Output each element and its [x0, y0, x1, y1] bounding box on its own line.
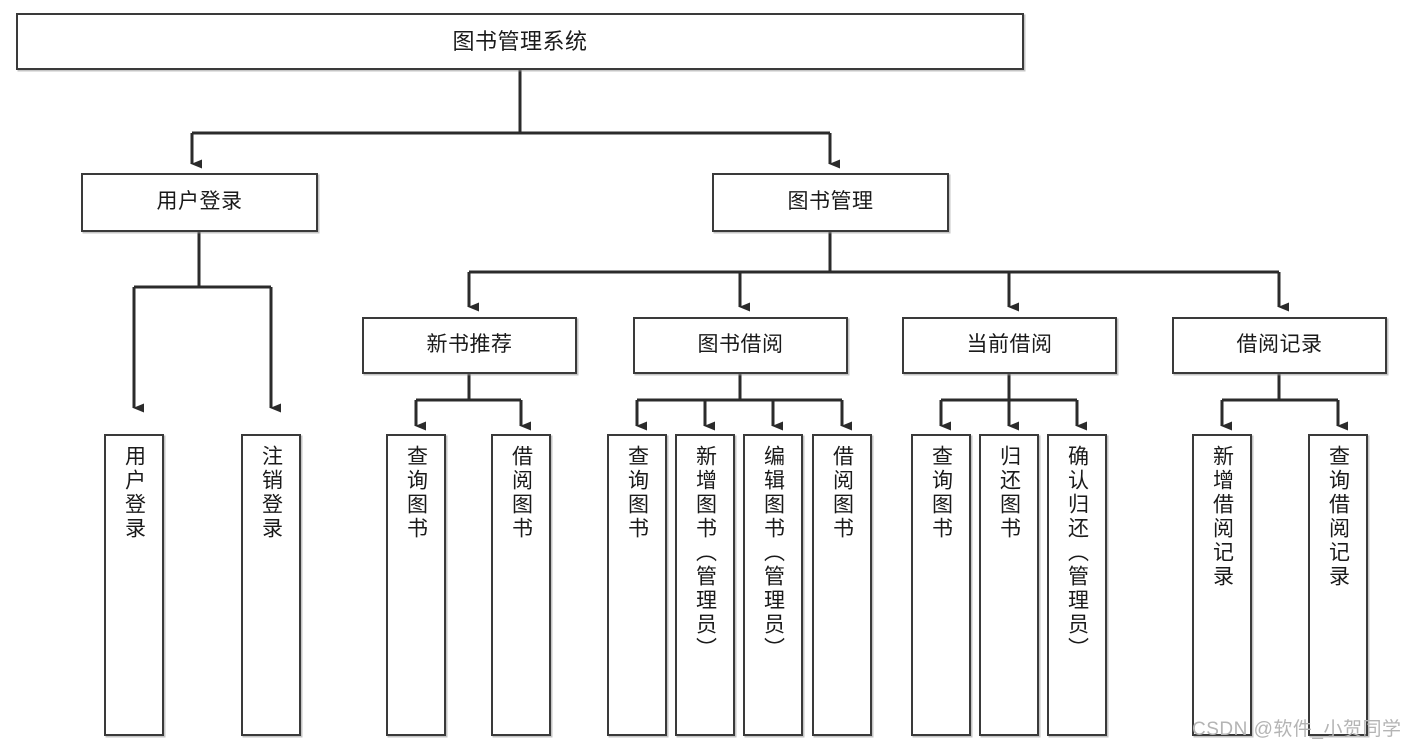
node-borrow-records[interactable]: 借阅记录: [1172, 317, 1387, 374]
node-label: 用户登录: [122, 445, 146, 541]
node-label: 查询借阅记录: [1326, 445, 1350, 589]
node-label: 图书管理系统: [452, 28, 588, 54]
node-label: 归还图书: [997, 445, 1021, 541]
leaf-user-login[interactable]: 用户登录: [104, 434, 164, 736]
node-label: 编辑图书（管理员）: [761, 445, 785, 661]
node-label: 查询图书: [929, 445, 953, 541]
leaf-query-book-borrow[interactable]: 查询图书: [607, 434, 667, 736]
leaf-confirm-return-admin[interactable]: 确认归还（管理员）: [1047, 434, 1107, 736]
node-label: 确认归还（管理员）: [1065, 445, 1089, 661]
leaf-edit-book-admin[interactable]: 编辑图书（管理员）: [743, 434, 803, 736]
node-label: 注销登录: [259, 445, 283, 541]
node-current-borrow[interactable]: 当前借阅: [902, 317, 1117, 374]
leaf-logout[interactable]: 注销登录: [241, 434, 301, 736]
node-user-login[interactable]: 用户登录: [81, 173, 318, 232]
node-label: 借阅图书: [830, 445, 854, 541]
node-label: 新增借阅记录: [1210, 445, 1234, 589]
node-label: 图书管理: [787, 190, 874, 214]
node-label: 当前借阅: [966, 333, 1053, 357]
leaf-query-book-current[interactable]: 查询图书: [911, 434, 971, 736]
leaf-borrow-book[interactable]: 借阅图书: [812, 434, 872, 736]
leaf-query-book-recommend[interactable]: 查询图书: [386, 434, 446, 736]
leaf-return-book[interactable]: 归还图书: [979, 434, 1039, 736]
node-book-borrow[interactable]: 图书借阅: [633, 317, 848, 374]
node-label: 借阅图书: [509, 445, 533, 541]
node-new-book-recommend[interactable]: 新书推荐: [362, 317, 577, 374]
node-label: 查询图书: [625, 445, 649, 541]
node-label: 图书借阅: [697, 333, 784, 357]
node-label: 借阅记录: [1236, 333, 1323, 357]
leaf-add-borrow-record[interactable]: 新增借阅记录: [1192, 434, 1252, 736]
node-root-system[interactable]: 图书管理系统: [16, 13, 1024, 70]
node-label: 新书推荐: [426, 333, 513, 357]
leaf-borrow-book-recommend[interactable]: 借阅图书: [491, 434, 551, 736]
node-label: 查询图书: [404, 445, 428, 541]
csdn-watermark: CSDN @软件_小贺同学: [1192, 719, 1402, 740]
node-label: 新增图书（管理员）: [693, 445, 717, 661]
leaf-add-book-admin[interactable]: 新增图书（管理员）: [675, 434, 735, 736]
node-book-management[interactable]: 图书管理: [712, 173, 949, 232]
node-label: 用户登录: [156, 190, 243, 214]
leaf-query-borrow-record[interactable]: 查询借阅记录: [1308, 434, 1368, 736]
